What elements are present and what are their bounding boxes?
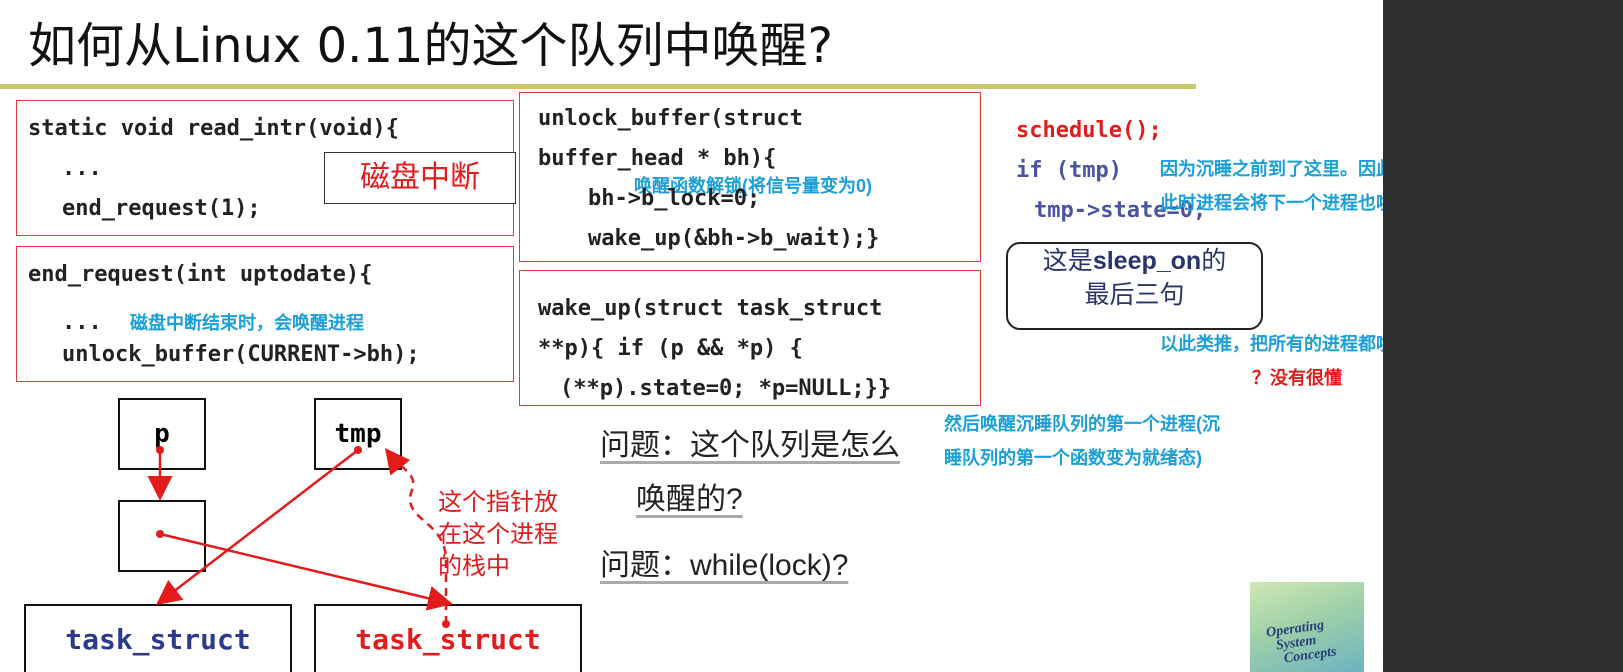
sleep-on-callout: 这是sleep_on的 最后三句: [1006, 242, 1263, 330]
unlock-buffer-code-box: [519, 92, 981, 262]
pointer-p-label: p: [154, 419, 170, 449]
disk-interrupt-label: 磁盘中断: [324, 152, 516, 204]
reason-note-1: 因为沉睡之前到了这里。因此醒来的时候也是到这里: [1160, 159, 1383, 179]
side-panel: [1383, 0, 1623, 672]
wake-up-line-2: **p){ if (p && *p) {: [538, 336, 803, 361]
end-request-code-box: [16, 246, 514, 382]
infer-note: 以此类推，把所有的进程都唤醒: [1160, 334, 1383, 354]
unlock-line-1: unlock_buffer(struct: [538, 106, 803, 131]
question-1-line-1: 问题：这个队列是怎么: [600, 429, 900, 462]
task-struct-right-label: task_struct: [355, 623, 541, 656]
stack-to-tmp-dashed-arrow: [384, 448, 450, 628]
p-to-queue-arrow: [147, 446, 173, 501]
tmp-to-left-task-arrow: [156, 446, 362, 606]
task-struct-left-box: task_struct: [24, 604, 292, 672]
pointer-note-line-2: 在这个进程: [438, 521, 558, 548]
task-struct-left-label: task_struct: [65, 623, 251, 656]
end-request-line-1: end_request(int uptodate){: [28, 262, 373, 287]
slide: 如何从Linux 0.11的这个队列中唤醒? static void read_…: [0, 18, 1383, 672]
pointer-note-line-1: 这个指针放: [438, 489, 558, 516]
question-2: 问题：while(lock)?: [600, 549, 849, 582]
unlock-line-2: buffer_head * bh){: [538, 146, 777, 171]
os-concepts-book-cover: Operating System Concepts: [1250, 582, 1364, 672]
title-divider: [0, 84, 1196, 89]
pointer-note-line-3: 的栈中: [438, 553, 510, 580]
book-title: Operating System Concepts: [1265, 617, 1338, 667]
pointer-p-box: p: [118, 398, 206, 470]
then-note-1: 然后唤醒沉睡队列的第一个进程(沉: [944, 414, 1220, 434]
read-intr-line-1: static void read_intr(void){: [28, 116, 399, 141]
slide-title: 如何从Linux 0.11的这个队列中唤醒?: [28, 18, 833, 74]
callout-line-2: 最后三句: [1084, 281, 1185, 309]
not-understood-note: ？没有很懂: [1252, 368, 1342, 388]
end-request-note: 磁盘中断结束时，会唤醒进程: [130, 313, 364, 333]
wake-up-line-3: (**p).state=0; *p=NULL;}}: [560, 376, 892, 401]
question-1-line-2: 唤醒的?: [636, 483, 743, 516]
sleep-on-line-3: tmp->state=0;: [1034, 198, 1207, 223]
end-request-line-2: ...: [62, 310, 102, 335]
callout-line-1: 这是sleep_on的: [1042, 247, 1227, 275]
then-note-2: 睡队列的第一个函数变为就绪态): [944, 448, 1202, 468]
end-request-line-3: unlock_buffer(CURRENT->bh);: [62, 342, 420, 367]
wake-up-line-1: wake_up(struct task_struct: [538, 296, 883, 321]
diagram-arrows: [147, 446, 453, 628]
unlock-note: 唤醒函数解锁(将信号量变为0): [634, 176, 872, 196]
unlock-line-3: bh->b_lock=0;: [588, 186, 761, 211]
read-intr-line-2: ...: [62, 156, 102, 181]
pointer-tmp-label: tmp: [334, 419, 382, 449]
read-intr-line-3: end_request(1);: [62, 196, 261, 221]
sleep-on-line-1: schedule();: [1016, 118, 1162, 143]
queue-to-right-task-arrow: [156, 530, 453, 611]
sleep-on-line-2: if (tmp): [1016, 158, 1122, 183]
unlock-line-4: wake_up(&bh->b_wait);}: [588, 226, 880, 251]
reason-note-2: 此时进程会将下一个进程也唤醒: [1160, 193, 1383, 213]
wake-up-code-box: [519, 270, 981, 406]
